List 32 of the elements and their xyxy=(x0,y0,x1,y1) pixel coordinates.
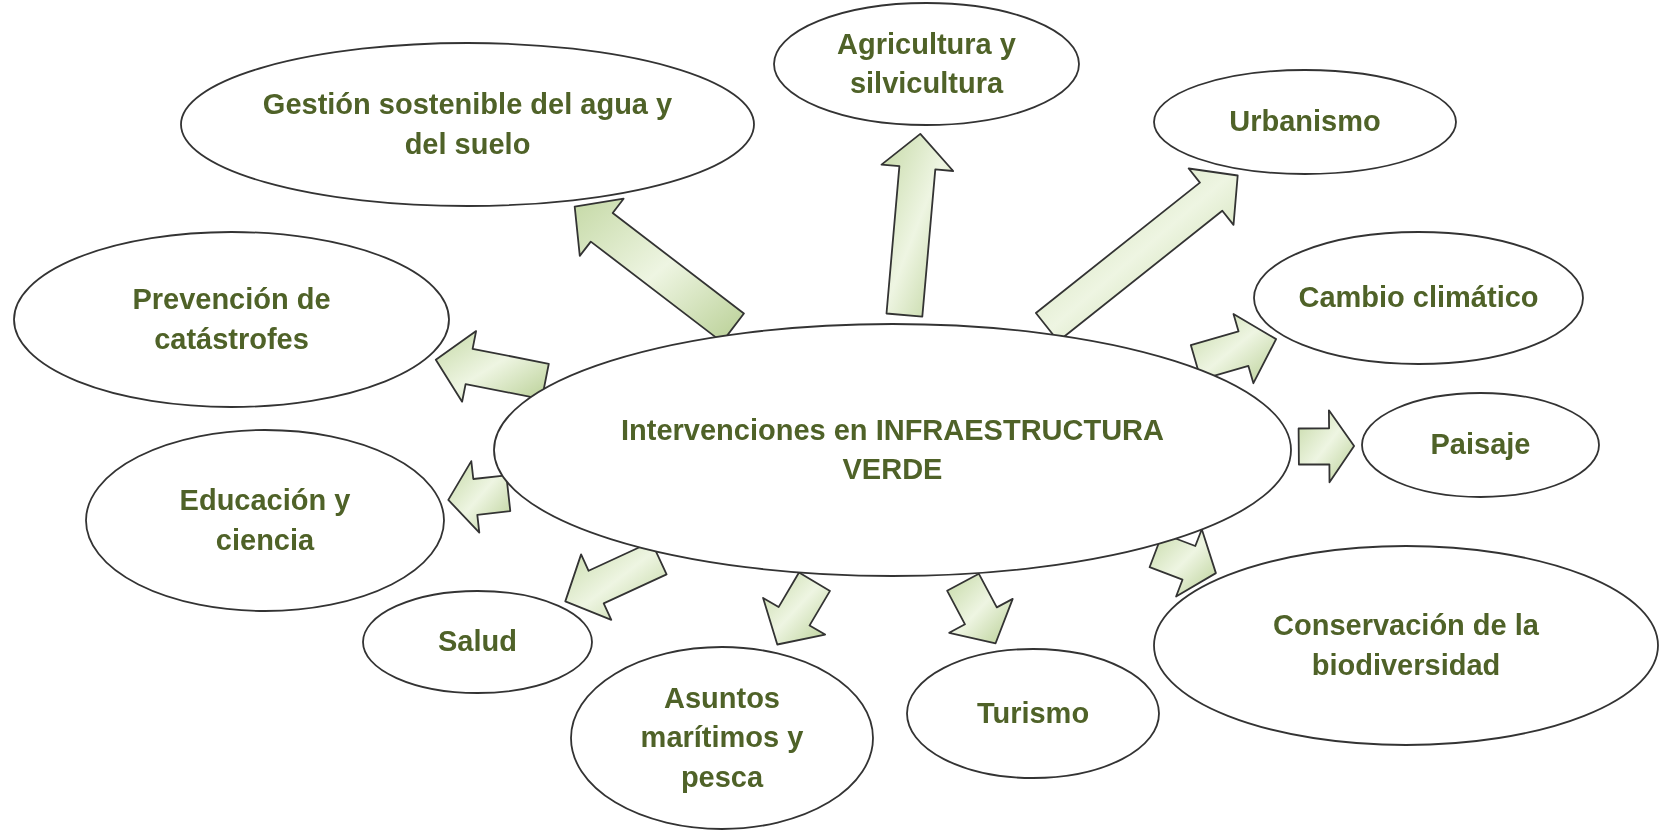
block-arrow xyxy=(880,133,955,318)
topic-label: Agricultura y silvicultura xyxy=(836,26,1017,101)
topic-label: Cambio climático xyxy=(1298,280,1539,316)
topic-ellipse xyxy=(362,590,593,694)
topic-ellipse xyxy=(773,2,1080,126)
block-arrow xyxy=(1297,409,1355,484)
topic-label: Salud xyxy=(438,624,517,660)
topic-label: Gestión sostenible del agua y del suelo xyxy=(261,87,674,162)
block-arrow xyxy=(1148,528,1217,598)
topic-ellipse xyxy=(1153,545,1659,746)
topic-ellipse xyxy=(1153,69,1457,175)
topic-label: Turismo xyxy=(976,695,1090,731)
topic-label: Conservación de la biodiversidad xyxy=(1272,608,1540,683)
topic-label: Paisaje xyxy=(1430,427,1531,463)
topic-label: Urbanismo xyxy=(1229,104,1381,140)
block-arrow xyxy=(447,460,512,534)
topic-ellipse xyxy=(180,42,755,207)
topic-ellipse xyxy=(493,323,1292,577)
topic-label: Asuntos marítimos y pesca xyxy=(639,681,805,795)
topic-label: Prevención de catástrofes xyxy=(131,282,332,357)
block-arrow xyxy=(946,572,1014,645)
block-arrow xyxy=(1189,313,1277,385)
block-arrow xyxy=(762,571,831,646)
topic-label: Intervenciones en INFRAESTRUCTURA VERDE xyxy=(620,412,1165,487)
topic-ellipse xyxy=(570,646,874,830)
topic-ellipse xyxy=(1253,231,1584,365)
topic-label: Educación y ciencia xyxy=(178,483,352,558)
topic-ellipse xyxy=(906,648,1160,779)
topic-ellipse xyxy=(13,231,450,408)
topic-ellipse xyxy=(1361,392,1600,498)
block-arrow xyxy=(434,330,550,403)
topic-ellipse xyxy=(85,429,445,612)
